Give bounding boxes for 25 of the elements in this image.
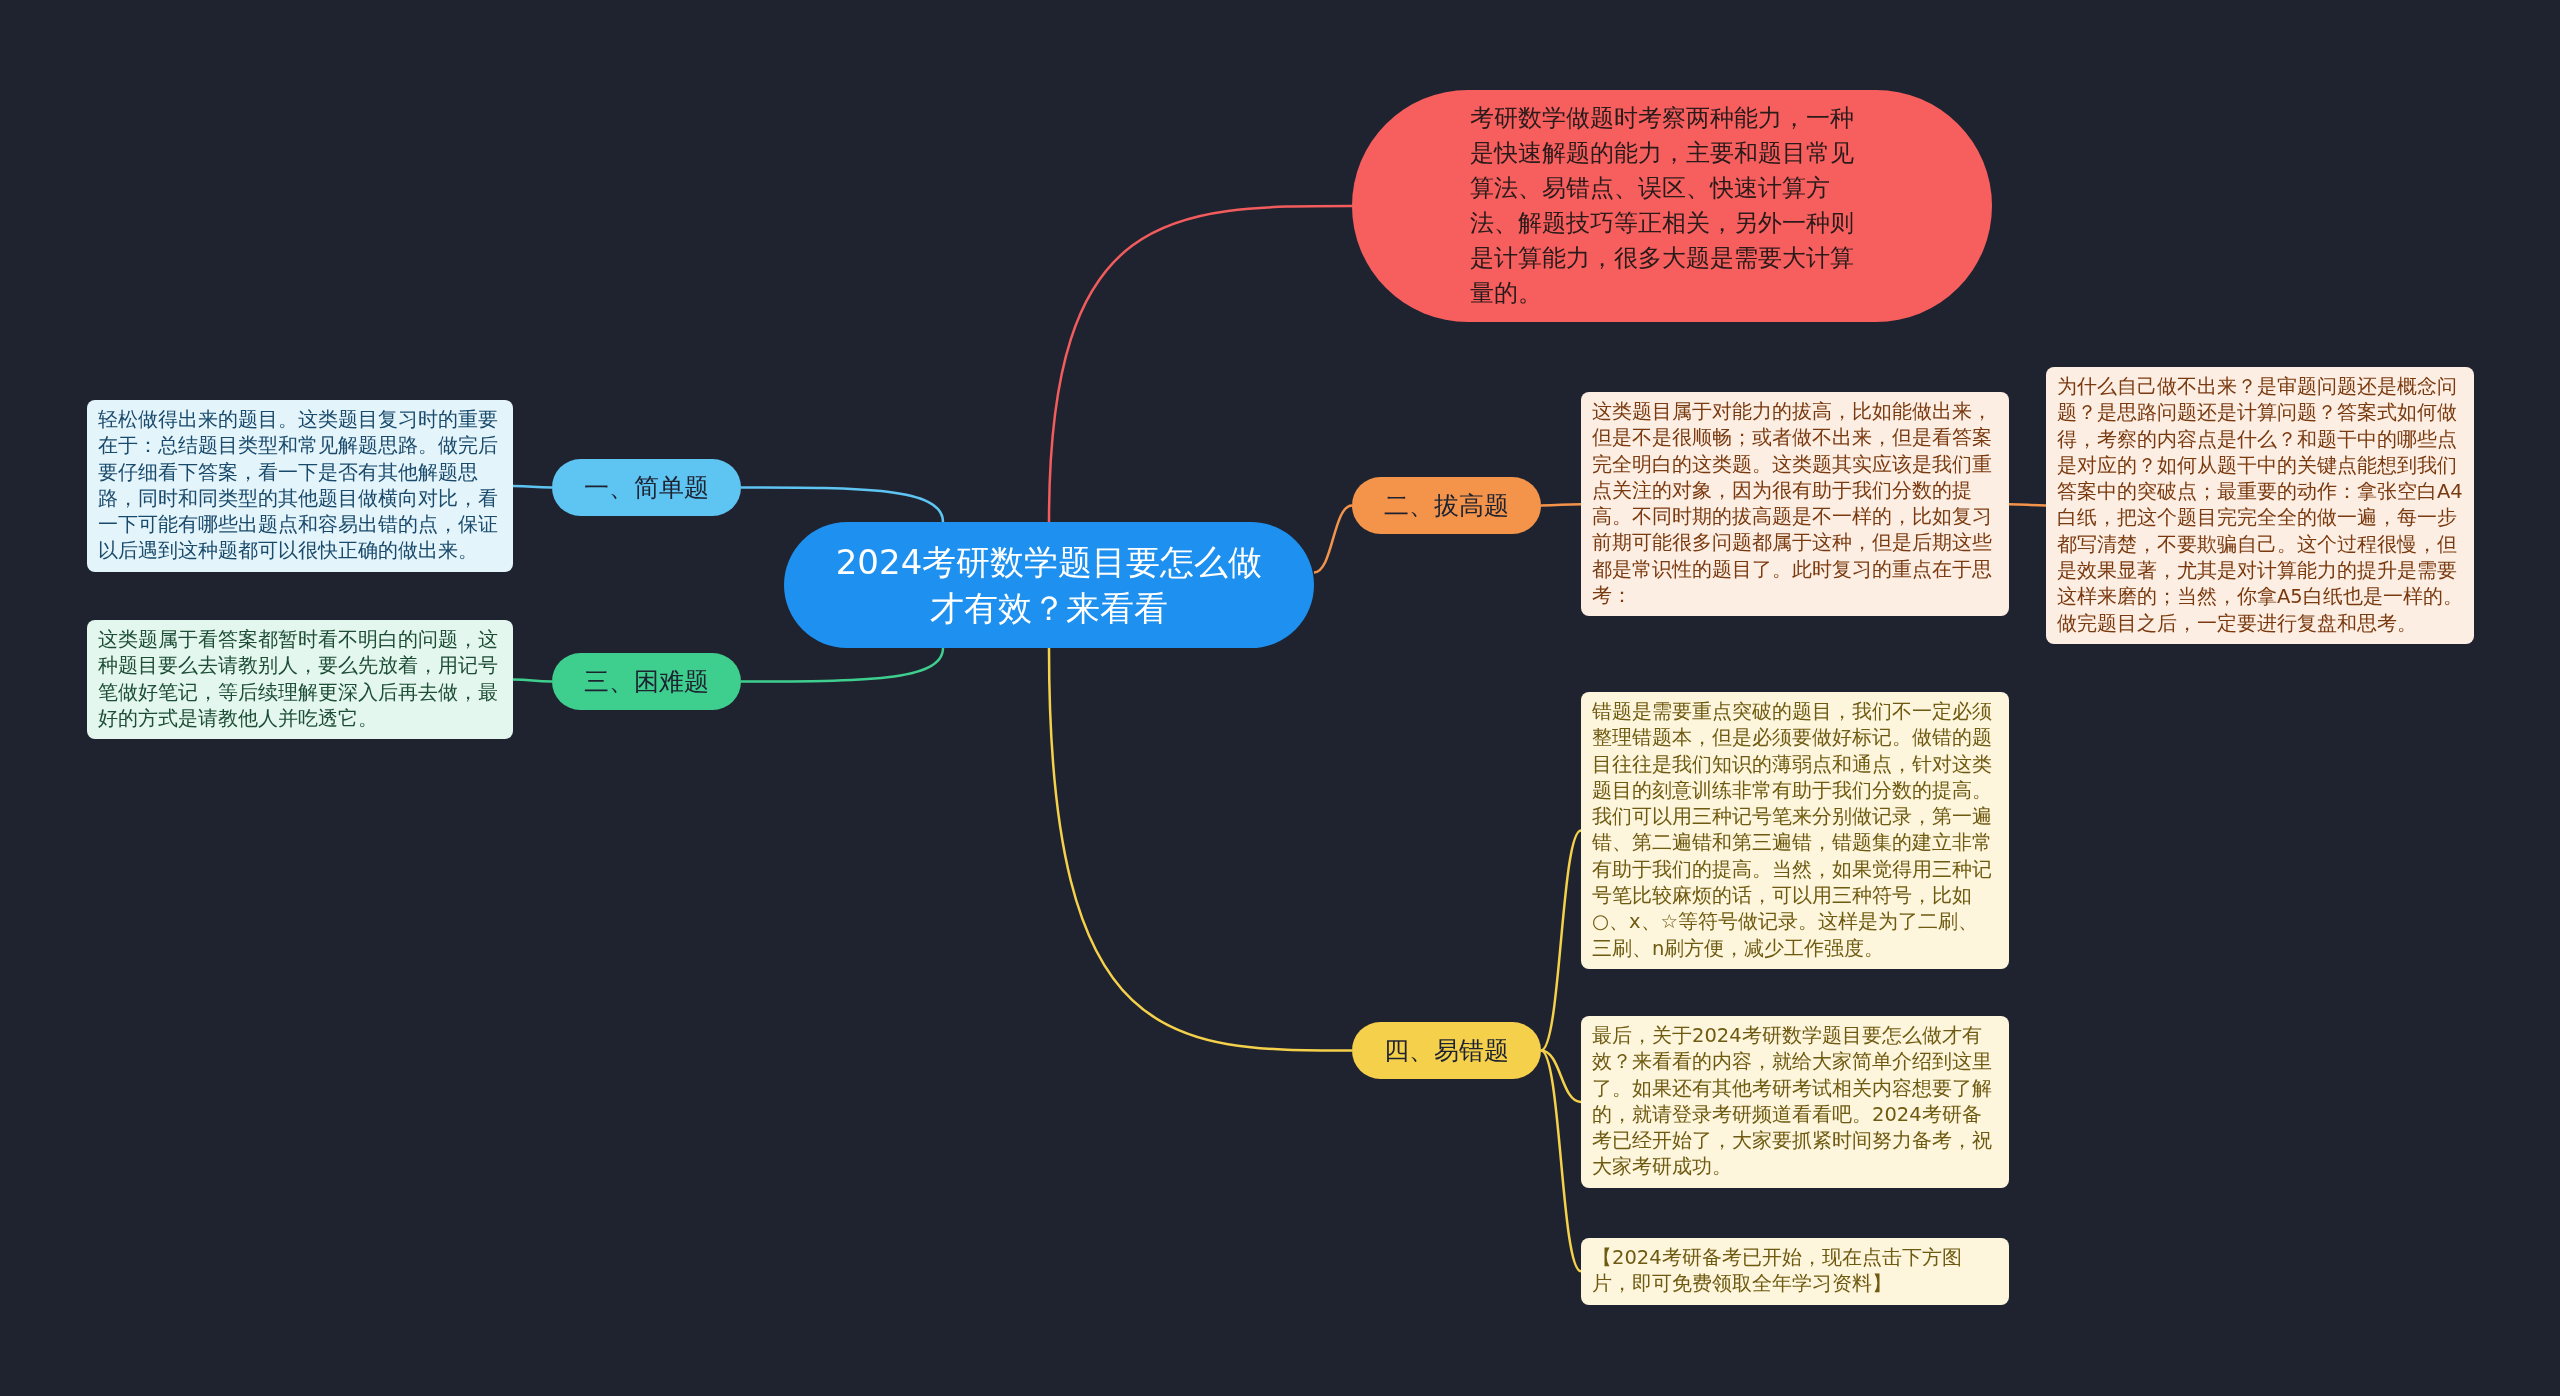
- note-box: 这类题目属于对能力的拔高，比如能做出来，但是不是很顺畅；或者做不出来，但是看答案完全明白的这类题。这类题其实应该是我们重点关注的对象，因为很有助于我们分数的提高。不同时期的拔高题是不一样的，比如复习前期可能很多问题都属于这种，但是后期这些都是常识性的题目了。此时复习的重点在于思考：: [1581, 392, 2009, 617]
- note-box: 最后，关于2024考研数学题目要怎么做才有效？来看看的内容，就给大家简单介绍到这里了。如果还有其他考研考试相关内容想要了解的，就请登录考研频道看看吧。2024考研备考已经开始了，大家要抓紧时间努力备考，祝大家考研成功。: [1581, 1016, 2009, 1188]
- connector-line: [1047, 204, 1352, 523]
- connector-line: [1541, 502, 1581, 507]
- topic-bubble: 考研数学做题时考察两种能力，一种是快速解题的能力，主要和题目常见算法、易错点、误区、快速计算方法、解题技巧等正相关，另外一种则是计算能力，很多大题是需要大计算量的。: [1352, 90, 1992, 322]
- branch-topic: 二、拔高题: [1352, 477, 1541, 534]
- note-box: 错题是需要重点突破的题目，我们不一定必须整理错题本，但是必须要做好标记。做错的题目往往是我们知识的薄弱点和通点，针对这类题目的刻意训练非常有助于我们分数的提高。我们可以用三种记号笔来分别做记录，第一遍错、第二遍错和第三遍错，错题集的建立非常有助于我们的提高。当然，如果觉得用三种记号笔比较麻烦的话，可以用三种符号，比如○、x、☆等符号做记录。这样是为了二刷、三刷、n刷方便，减少工作强度。: [1581, 692, 2009, 969]
- connector-line: [2009, 502, 2046, 507]
- central-topic: 2024考研数学题目要怎么做才有效？来看看: [784, 522, 1314, 648]
- branch-topic: 一、简单题: [552, 459, 741, 516]
- connector-line: [1540, 829, 1582, 1052]
- note-box: 轻松做得出来的题目。这类题目复习时的重要在于：总结题目类型和常见解题思路。做完后要仔细看下答案，看一下是否有其他解题思路，同时和同类型的其他题目做横向对比，看一下可能有哪些出题点和容易出错的点，保证以后遇到这种题都可以很快正确的做出来。: [87, 400, 513, 572]
- connector-line: [1047, 647, 1352, 1052]
- connector-line: [1540, 1049, 1582, 1273]
- connector-line: [1313, 504, 1353, 574]
- connector-line: [741, 647, 945, 683]
- branch-topic: 四、易错题: [1352, 1022, 1541, 1079]
- branch-topic: 三、困难题: [552, 653, 741, 710]
- connector-line: [741, 486, 945, 523]
- connector-line: [513, 484, 552, 489]
- note-box: 为什么自己做不出来？是审题问题还是概念问题？是思路问题还是计算问题？答案式如何做得，考察的内容点是什么？和题干中的哪些点是对应的？如何从题干中的关键点能想到我们答案中的突破点；最重要的动作：拿张空白A4白纸，把这个题目完完全全的做一遍，每一步都写清楚，不要欺骗自己。这个过程很慢，但是效果显著，尤其是对计算能力的提升是需要这样来磨的；当然，你拿A5白纸也是一样的。做完题目之后，一定要进行复盘和思考。: [2046, 367, 2474, 644]
- note-box: 【2024考研备考已开始，现在点击下方图片，即可免费领取全年学习资料】: [1581, 1238, 2009, 1305]
- connector-line: [513, 678, 552, 683]
- connector-line: [1540, 1049, 1582, 1104]
- note-box: 这类题属于看答案都暂时看不明白的问题，这种题目要么去请教别人，要么先放着，用记号笔做好笔记，等后续理解更深入后再去做，最好的方式是请教他人并吃透它。: [87, 620, 513, 740]
